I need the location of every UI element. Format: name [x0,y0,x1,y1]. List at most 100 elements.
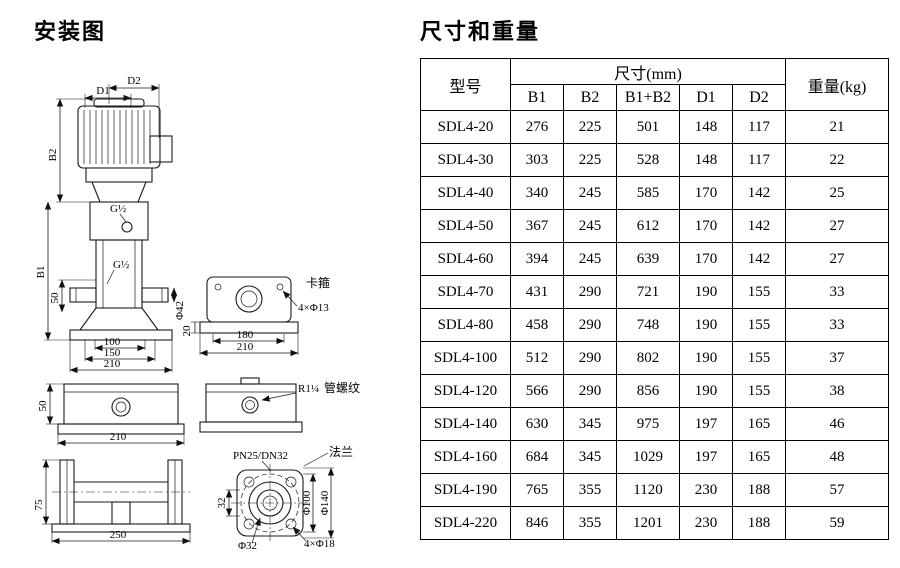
value-cell: 188 [731,473,787,507]
bolt-hole [214,283,222,291]
callout-pipe-thread: 管螺纹 [324,380,360,395]
installation-diagram: D2 D1 G½ G½ [33,75,360,552]
value-cell: 630 [510,407,564,441]
value-cell: 721 [616,275,680,309]
value-cell: 142 [731,176,787,210]
value-cell: 142 [731,209,787,243]
dim-label-32: 32 [216,498,228,509]
value-cell: 148 [679,110,733,144]
value-cell: 290 [563,374,617,408]
value-cell: 290 [563,308,617,342]
col-header-d1: D1 [679,84,733,111]
value-cell: 225 [563,143,617,177]
value-cell: 765 [510,473,564,507]
dim-label-d1: D1 [96,85,109,97]
value-cell: 585 [616,176,680,210]
pump-side-view: 75 250 [33,459,191,545]
dim-label-b1: B1 [35,266,47,279]
flange-bolt-hole [285,518,297,530]
bolt-hole [276,283,284,291]
callout-phi32: Φ32 [238,540,257,552]
port-label-g2: G½ [113,259,129,271]
value-cell: 355 [563,473,617,507]
flange-bolt-hole [243,518,255,530]
value-cell: 21 [785,110,890,144]
value-cell: 290 [563,341,617,375]
model-cell: SDL4-160 [420,440,511,474]
value-cell: 303 [510,143,564,177]
value-cell: 245 [563,176,617,210]
value-cell: 528 [616,143,680,177]
col-header-weight: 重量(kg) [785,58,890,111]
value-cell: 117 [731,110,787,144]
model-cell: SDL4-60 [420,242,511,276]
callout-4xphi13: 4×Φ13 [298,302,329,314]
flange-view: PN25/DN32 法兰 32 Φ100 [216,445,353,552]
value-cell: 197 [679,440,733,474]
base-front-view: 50 210 [37,383,185,447]
model-cell: SDL4-220 [420,506,511,540]
value-cell: 117 [731,143,787,177]
dim-label-50b: 50 [37,400,49,412]
col-header-b1b2: B1+B2 [616,84,680,111]
flange-bolt-hole [243,476,255,488]
value-cell: 245 [563,242,617,276]
value-cell: 846 [510,506,564,540]
value-cell: 48 [785,440,890,474]
value-cell: 367 [510,209,564,243]
thread-base-body [205,383,297,423]
dim-label-100: 100 [104,336,121,348]
left-port [69,287,97,303]
value-cell: 37 [785,341,890,375]
value-cell: 566 [510,374,564,408]
dim-label-250: 250 [110,529,127,541]
clamp-body [206,276,292,323]
value-cell: 1120 [616,473,680,507]
base-body [63,383,179,425]
value-cell: 230 [679,506,733,540]
value-cell: 190 [679,341,733,375]
value-cell: 975 [616,407,680,441]
terminal-box [149,135,173,163]
model-cell: SDL4-190 [420,473,511,507]
value-cell: 25 [785,176,890,210]
value-cell: 57 [785,473,890,507]
value-cell: 394 [510,242,564,276]
value-cell: 501 [616,110,680,144]
clamp-base-plate [199,321,299,334]
value-cell: 802 [616,341,680,375]
value-cell: 190 [679,308,733,342]
value-cell: 142 [731,242,787,276]
value-cell: 188 [731,506,787,540]
callout-pn25-dn32: PN25/DN32 [233,450,288,462]
center-support [111,501,131,525]
model-cell: SDL4-70 [420,275,511,309]
value-cell: 46 [785,407,890,441]
dim-label-20: 20 [181,325,193,337]
dim-label-b2: B2 [47,149,59,162]
size-weight-table: 型号 尺寸(mm) 重量(kg) B1 B2 B1+B2 D1 D2 SDL4-… [420,58,890,540]
dim-label-75: 75 [33,499,45,511]
right-port [141,287,169,303]
value-cell: 856 [616,374,680,408]
value-cell: 59 [785,506,890,540]
value-cell: 165 [731,407,787,441]
dim-label-210c: 210 [110,431,127,443]
value-cell: 33 [785,308,890,342]
value-cell: 458 [510,308,564,342]
col-header-b1: B1 [510,84,564,111]
dim-label-phi42: Φ42 [174,301,186,320]
value-cell: 512 [510,341,564,375]
model-cell: SDL4-100 [420,341,511,375]
value-cell: 170 [679,176,733,210]
dimensions-weight-title: 尺寸和重量 [420,19,541,44]
thread-base-plate [199,421,303,433]
